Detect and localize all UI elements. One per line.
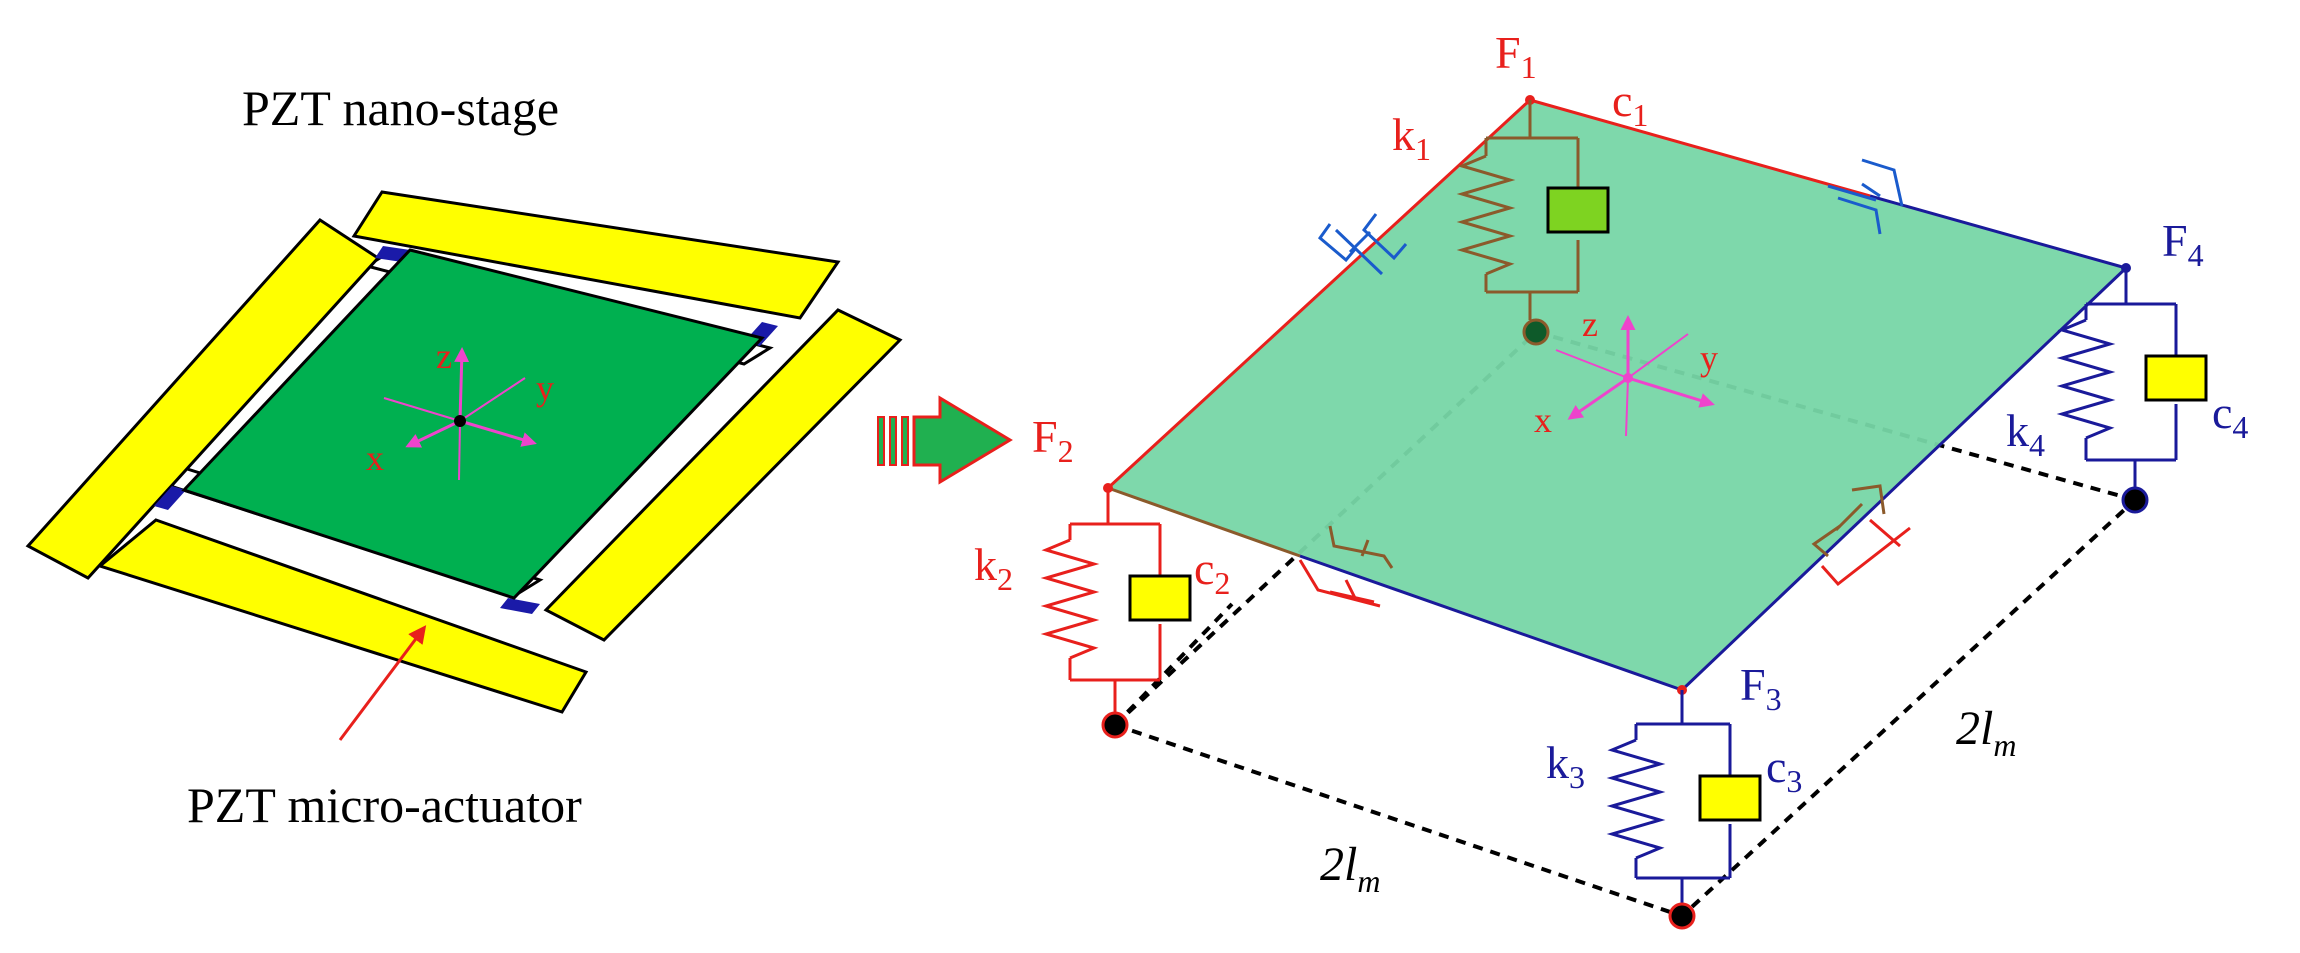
- damper-label-2: c2: [1194, 543, 1230, 601]
- support-3: [1606, 690, 1732, 904]
- right-model-figure: z y x: [974, 27, 2248, 930]
- right-axis-x-label: x: [1534, 400, 1552, 440]
- connector-bottom-left: [154, 486, 186, 510]
- dimension-label-x: 2lm: [1320, 838, 1380, 899]
- left-title: PZT nano-stage: [242, 80, 559, 136]
- spring-label-1: k1: [1392, 109, 1431, 167]
- base-node-1: [1522, 318, 1550, 346]
- actuator-pointer-arrow: [338, 625, 427, 741]
- spring-label-4: k4: [2006, 405, 2045, 463]
- left-axis-y-label: y: [536, 368, 554, 408]
- spring-label-3: k3: [1546, 737, 1585, 795]
- actuator-label: PZT micro-actuator: [187, 777, 582, 833]
- damper-label-3: c3: [1766, 741, 1802, 799]
- force-label-1: F1: [1495, 27, 1537, 85]
- force-label-2: F2: [1032, 411, 1074, 469]
- damper-1-body: [1546, 186, 1610, 234]
- damper-3-body: [1698, 774, 1762, 822]
- actuator-bar-right: [543, 308, 903, 642]
- damper-label-4: c4: [2212, 387, 2248, 445]
- right-axes: z y x: [1534, 304, 1718, 440]
- force-label-3: F3: [1740, 659, 1782, 717]
- damper-4-body: [2144, 354, 2208, 402]
- base-node-3: [1668, 902, 1696, 930]
- moving-plate: [1108, 100, 2126, 690]
- support-1: [1456, 100, 1580, 320]
- dimension-label-y: 2lm: [1956, 702, 2016, 763]
- base-node-4: [2121, 486, 2149, 514]
- transform-arrow: [877, 395, 1013, 485]
- lateral-damper-4: [1820, 518, 1911, 587]
- connector-bottom-right: [500, 598, 540, 614]
- actuator-bar-left: [25, 218, 381, 580]
- right-axis-z-label: z: [1582, 304, 1598, 344]
- force-label-4: F4: [2162, 215, 2204, 273]
- left-stage-figure: z y x PZT nano-stage PZT micro-actuator: [25, 80, 903, 833]
- base-node-2: [1101, 711, 1129, 739]
- damper-2-body: [1128, 574, 1192, 622]
- left-axes: z y x: [366, 336, 554, 481]
- lateral-damper-1: [1317, 213, 1408, 276]
- right-axis-y-label: y: [1700, 338, 1718, 378]
- lateral-damper-2: [1827, 158, 1904, 235]
- spring-label-2: k2: [974, 539, 1013, 597]
- left-axis-z-label: z: [436, 336, 452, 376]
- actuator-bar-bottom: [96, 518, 589, 714]
- support-2: [1040, 488, 1162, 714]
- lateral-damper-6: [1298, 559, 1381, 608]
- left-axis-x-label: x: [366, 438, 384, 478]
- support-4: [2056, 268, 2178, 488]
- lateral-damper-3: [1811, 484, 1886, 558]
- actuator-bar-top: [351, 190, 841, 320]
- damper-label-1: c1: [1612, 75, 1648, 133]
- lateral-damper-5: [1328, 525, 1394, 569]
